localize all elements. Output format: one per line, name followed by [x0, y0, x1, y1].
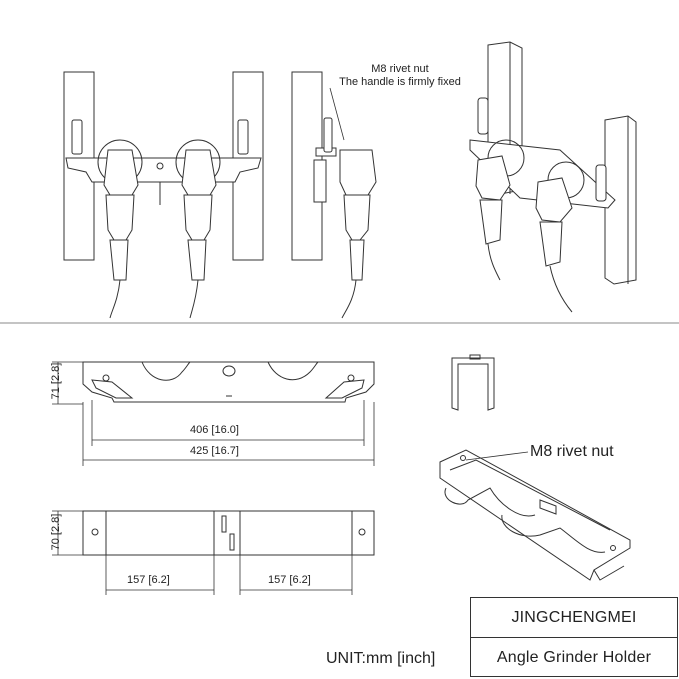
title-block: JINGCHENGMEI Angle Grinder Holder [470, 597, 678, 677]
side-view-mounted [291, 71, 377, 319]
dim-height-top: 70 [2.8] [50, 513, 62, 551]
brand-name: JINGCHENGMEI [511, 608, 637, 626]
dim-inner-width: 406 [16.0] [190, 424, 239, 436]
rivet-note-iso: M8 rivet nut [530, 443, 614, 460]
side-orthographic [451, 354, 495, 411]
unit-label: UNIT:mm [inch] [326, 650, 436, 667]
dim-left-span: 157 [6.2] [127, 574, 170, 586]
iso-view-mounted [469, 41, 637, 313]
front-orthographic [52, 361, 375, 466]
rivet-note-line1: M8 rivet nut [371, 63, 429, 75]
rivet-note-line2: The handle is firmly fixed [339, 76, 461, 88]
rivet-note-side: M8 rivet nut The handle is firmly fixed [325, 63, 475, 89]
front-view-mounted [63, 71, 264, 319]
dim-right-span: 157 [6.2] [268, 574, 311, 586]
top-orthographic [52, 510, 375, 595]
dim-overall-width: 425 [16.7] [190, 445, 239, 457]
product-name: Angle Grinder Holder [471, 637, 677, 677]
dim-height-front: 71 [2.8] [50, 362, 62, 400]
iso-bracket [439, 449, 631, 581]
